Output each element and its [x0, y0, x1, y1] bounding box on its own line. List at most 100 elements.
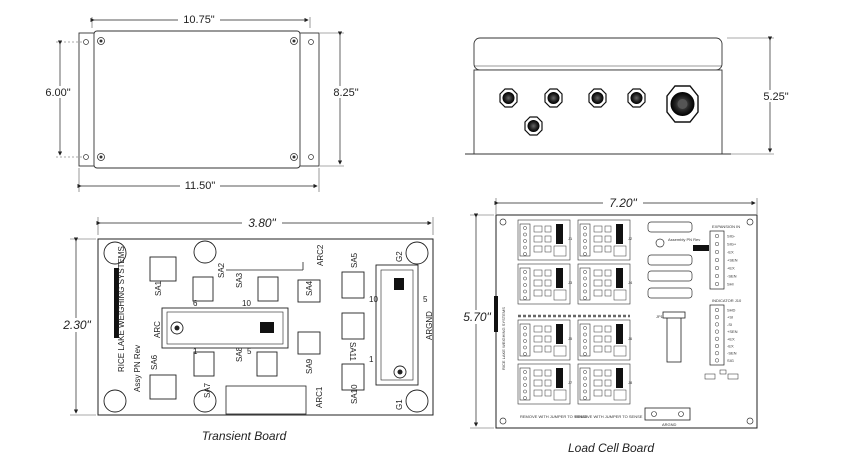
- smd-part: [544, 225, 552, 233]
- smd-part: [533, 225, 543, 233]
- terminal-icon: [583, 289, 587, 294]
- terminal-icon: [523, 276, 527, 281]
- mounting-hole-icon: [308, 39, 314, 45]
- label-pin-5: 5: [247, 347, 252, 356]
- label-sa5: SA5: [350, 252, 359, 268]
- smd-part: [593, 225, 603, 233]
- cord-grip-icon: [502, 92, 515, 104]
- mounting-hole-icon: [746, 218, 754, 226]
- indicator-connector: [709, 304, 725, 366]
- label-arc1: ARC1: [315, 386, 324, 408]
- terminal-icon: [583, 252, 587, 256]
- channel-label: J7: [568, 380, 573, 385]
- pin-icon: [714, 265, 720, 271]
- argnd-bar: [644, 407, 691, 421]
- dim-enclosure-outer-width: 11.50": [185, 180, 216, 192]
- smd-part: [533, 279, 543, 287]
- smd-part: [719, 369, 727, 375]
- smd-part: [533, 389, 543, 397]
- terminal-icon: [523, 232, 527, 237]
- smd-part: [604, 245, 612, 253]
- mounting-hole-icon: [103, 389, 127, 413]
- silkscreen-bar: [114, 268, 119, 338]
- terminal-icon: [583, 245, 587, 250]
- smd-part: [604, 325, 612, 333]
- label-sa10: SA10: [350, 384, 359, 404]
- terminal-icon: [523, 226, 527, 230]
- sense-jumper: [556, 368, 563, 388]
- smd-part: [704, 373, 716, 380]
- enclosure-lid: [93, 30, 301, 169]
- pin-label: SIG-: [727, 234, 736, 239]
- mounting-hole-icon: [83, 39, 89, 45]
- sa4-component: [297, 279, 321, 303]
- channel-label: J5: [568, 336, 573, 341]
- pin-label: -EX: [727, 344, 734, 349]
- terminal-icon: [583, 376, 587, 381]
- test-point-icon: [655, 238, 665, 248]
- cord-grip-large-icon: [677, 99, 688, 109]
- arc1-pad: [225, 385, 307, 415]
- mounting-hole-icon: [405, 241, 429, 265]
- terminal-icon: [523, 352, 527, 356]
- channel-block: J5: [517, 319, 573, 361]
- expansion-jumper: [693, 245, 709, 251]
- label-sa2: SA2: [217, 262, 226, 278]
- silkscreen-bar: [494, 296, 498, 332]
- argnd-latch: [394, 278, 404, 290]
- pin-icon: [714, 249, 720, 255]
- pin-icon: [714, 322, 720, 327]
- terminal-icon: [583, 396, 587, 400]
- caption-transient-board: Transient Board: [202, 429, 287, 443]
- cord-grip-icon: [591, 92, 604, 104]
- pot-part: [553, 389, 567, 401]
- sa7-component: [193, 351, 215, 377]
- dim-side-height: 5.25": [763, 91, 788, 103]
- label-pin-10b: 10: [369, 295, 378, 304]
- pot-part: [613, 345, 627, 357]
- smd-part: [544, 289, 552, 297]
- argnd-screw-icon: [397, 369, 403, 375]
- terminal-icon: [583, 345, 587, 350]
- channel-label: J3: [568, 280, 573, 285]
- dim-enclosure-outer-height: 8.25": [333, 87, 358, 99]
- pot-part: [613, 289, 627, 301]
- screw-icon: [99, 155, 103, 159]
- pin-label: +EX: [727, 266, 735, 271]
- pin-icon: [714, 257, 720, 263]
- smd-part: [593, 269, 603, 277]
- dim-label-bg: [603, 196, 643, 210]
- terminal-icon: [583, 326, 587, 330]
- smd-part: [604, 369, 612, 377]
- terminal-icon: [583, 352, 587, 356]
- terminal-icon: [583, 339, 587, 343]
- sa1-component: [149, 256, 177, 282]
- transient-board-view: 3.80" 2.30" RICE LAKE WEIGHING SYSTEMS A…: [58, 216, 434, 443]
- transient-assy: Assy PN Rev: [133, 345, 142, 392]
- smd-part: [593, 245, 603, 253]
- smd-part: [593, 369, 603, 377]
- sense-jumper: [556, 224, 563, 244]
- arc-clamp: [666, 315, 682, 363]
- pin-label: +SEN: [727, 258, 738, 263]
- enclosure-side-view: 5.25": [465, 36, 793, 155]
- pin-label: +SI: [727, 315, 733, 320]
- channel-label: J6: [628, 336, 633, 341]
- terminal-icon: [523, 245, 527, 250]
- loadcell-board-view: 7.20" 5.70" RICE LAKE WEIGHING SYSTEMS J…: [458, 196, 758, 455]
- dim-transient-height: 2.30": [62, 318, 91, 332]
- channel-block: J6: [577, 319, 633, 361]
- terminal-icon: [583, 283, 587, 287]
- arc-clamp-head: [662, 311, 686, 319]
- resistor-array: Assembly PN Rev: [647, 221, 700, 299]
- dim-label-bg: [242, 216, 282, 230]
- terminal-icon: [523, 252, 527, 256]
- label-sa4: SA4: [305, 280, 314, 296]
- smd-part: [533, 269, 543, 277]
- mounting-hole-icon: [83, 154, 89, 160]
- smd-part: [604, 269, 612, 277]
- channel-block: J7: [517, 363, 573, 405]
- screw-icon: [292, 155, 296, 159]
